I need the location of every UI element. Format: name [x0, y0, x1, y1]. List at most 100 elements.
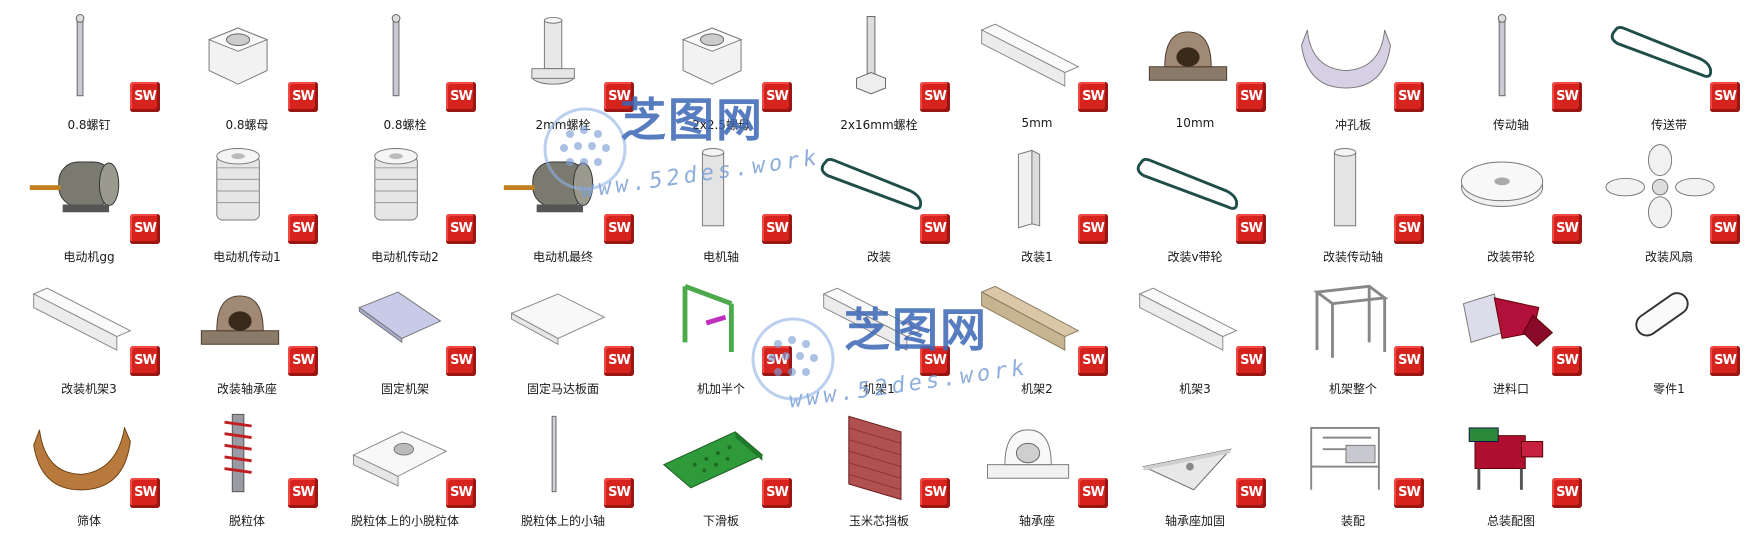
solidworks-badge-icon: SW: [1710, 82, 1740, 112]
solidworks-badge-icon: SW: [920, 478, 950, 508]
solidworks-badge-icon: SW: [1236, 478, 1266, 508]
file-tile[interactable]: SW 机架整个: [1274, 270, 1432, 402]
screw-icon: [24, 8, 140, 110]
file-name-label: 机加半个: [696, 382, 745, 396]
file-name-label: 下滑板: [702, 514, 739, 528]
solidworks-badge-icon: SW: [1078, 346, 1108, 376]
file-tile[interactable]: SW 固定机架: [326, 270, 484, 402]
file-name-label: 总装配图: [1486, 514, 1535, 528]
solidworks-badge-icon: SW: [1236, 214, 1266, 244]
file-name-label: 2x16mm螺栓: [840, 118, 918, 132]
solidworks-badge-icon: SW: [130, 82, 160, 112]
file-name-label: 筛体: [76, 514, 101, 528]
solidworks-badge-icon: SW: [1710, 346, 1740, 376]
file-name-label: 电动机传动2: [371, 250, 439, 264]
solidworks-badge-icon: SW: [1236, 346, 1266, 376]
file-tile[interactable]: SW 零件1: [1590, 270, 1748, 402]
file-name-label: 机架2: [1021, 382, 1053, 396]
file-name-label: 固定机架: [380, 382, 429, 396]
cylinder-icon: [1288, 140, 1404, 242]
belt-icon: [1604, 8, 1720, 110]
disc-icon: [1446, 140, 1562, 242]
bearing-block-icon: [182, 272, 298, 374]
hopper-icon: [1446, 272, 1562, 374]
bar-icon: [814, 272, 930, 374]
solidworks-badge-icon: SW: [1394, 82, 1424, 112]
solidworks-badge-icon: SW: [920, 82, 950, 112]
file-name-label: 进料口: [1492, 382, 1529, 396]
bar-icon: [972, 8, 1088, 110]
file-name-label: 改装机架3: [61, 382, 117, 396]
file-tile[interactable]: SW 机架2: [958, 270, 1116, 402]
solidworks-badge-icon: SW: [762, 346, 792, 376]
file-tile[interactable]: SW 轴承座加固: [1116, 402, 1274, 534]
pulley-stack-icon: [182, 140, 298, 242]
solidworks-badge-icon: SW: [288, 214, 318, 244]
file-name-label: 轴承座加固: [1164, 514, 1225, 528]
solidworks-badge-icon: SW: [1394, 214, 1424, 244]
file-tile[interactable]: SW 传送带: [1590, 6, 1748, 138]
frame-green-icon: [656, 272, 772, 374]
file-name-label: 传送带: [1650, 118, 1687, 132]
column-icon: [972, 140, 1088, 242]
solidworks-badge-icon: SW: [446, 346, 476, 376]
thresher-icon: [182, 404, 298, 506]
solidworks-badge-icon: SW: [1078, 478, 1108, 508]
solidworks-badge-icon: SW: [1394, 346, 1424, 376]
file-name-label: 电动机gg: [63, 250, 115, 264]
plate-blue-icon: [340, 272, 456, 374]
bar-icon: [24, 272, 140, 374]
triangle-icon: [1130, 404, 1246, 506]
solidworks-badge-icon: SW: [920, 346, 950, 376]
solidworks-badge-icon: SW: [288, 478, 318, 508]
file-tile[interactable]: SW 机加半个: [642, 270, 800, 402]
trough-icon: [1288, 8, 1404, 110]
bearing-block-icon: [1130, 8, 1246, 110]
hex-nut-icon: [656, 8, 772, 110]
solidworks-badge-icon: SW: [1710, 214, 1740, 244]
file-name-label: 电机轴: [702, 250, 739, 264]
file-name-label: 电动机最终: [532, 250, 593, 264]
file-name-label: 零件1: [1653, 382, 1685, 396]
file-name-label: 机架整个: [1328, 382, 1377, 396]
plate-hole-icon: [340, 404, 456, 506]
file-name-label: 10mm: [1175, 116, 1215, 130]
slide-green-icon: [656, 404, 772, 506]
